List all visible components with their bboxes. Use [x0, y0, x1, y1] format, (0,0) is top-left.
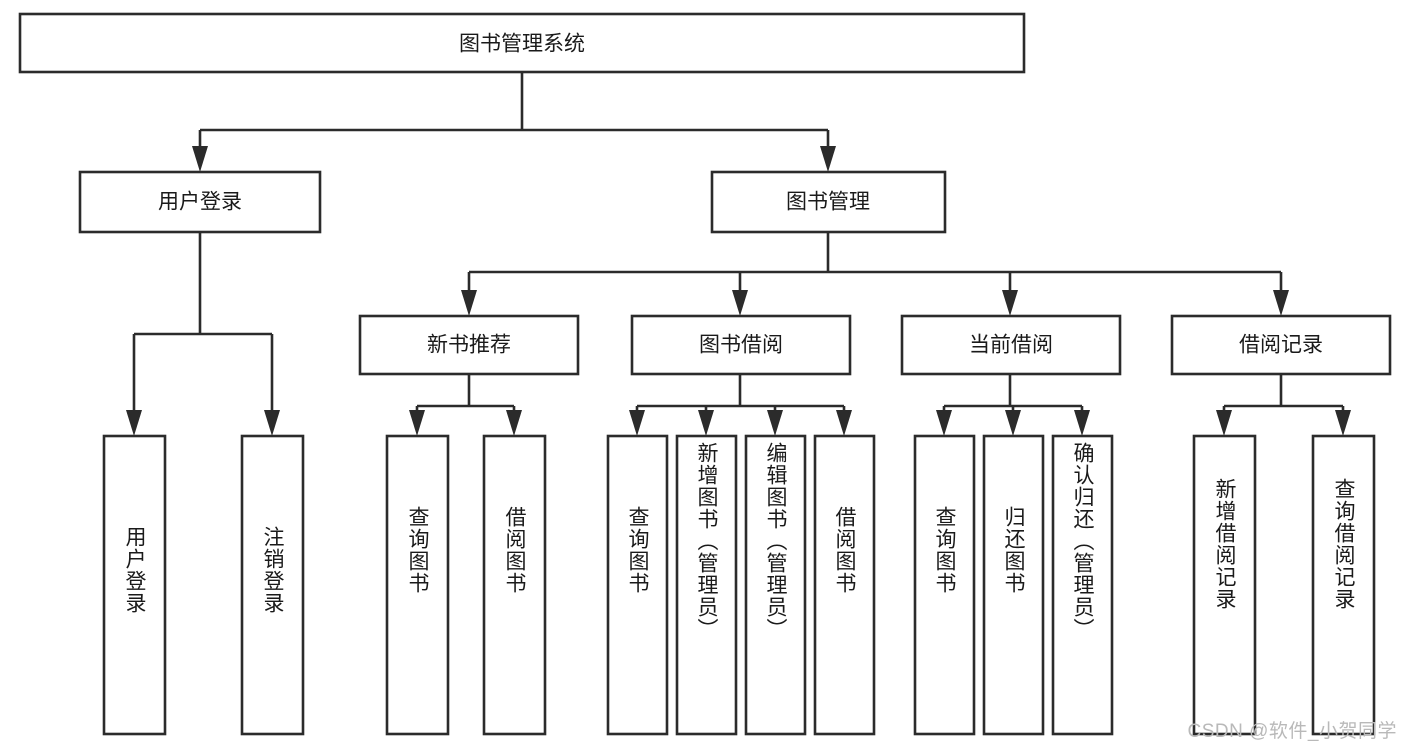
- leaf-query-book-borrow-rect[interactable]: [606, 434, 669, 736]
- node-borrow-record-rect[interactable]: [1170, 314, 1392, 376]
- arrow-leaf-query-book-cur: [936, 410, 952, 436]
- node-book-borrow-rect[interactable]: [630, 314, 852, 376]
- leaf-confirm-return-admin-rect[interactable]: [1051, 434, 1114, 736]
- node-root-label: 图书管理系统: [459, 33, 585, 56]
- leaf-user-login-rect[interactable]: [102, 434, 167, 736]
- node-user-login[interactable]: 用户登录: [78, 170, 322, 234]
- node-current-borrow[interactable]: 当前借阅: [900, 314, 1122, 376]
- node-user-login-label: 用户登录: [158, 191, 242, 214]
- leaf-query-book-cur-rect[interactable]: [913, 434, 976, 736]
- arrow-leaf-query-borrow-record: [1335, 410, 1351, 436]
- leaf-query-book-rec-rect[interactable]: [385, 434, 450, 736]
- node-new-book-recommend[interactable]: 新书推荐: [358, 314, 580, 376]
- arrow-leaf-query-book-borrow: [629, 410, 645, 436]
- node-root[interactable]: 图书管理系统: [18, 12, 1026, 74]
- arrow-to-book-manage: [820, 146, 836, 172]
- arrow-book-borrow: [732, 290, 748, 316]
- arrow-borrow-record: [1273, 290, 1289, 316]
- edges-group: [126, 72, 1351, 436]
- arrow-new-book-recommend: [461, 290, 477, 316]
- arrow-leaf-edit-book-admin: [767, 410, 783, 436]
- arrow-current-borrow: [1002, 290, 1018, 316]
- arrow-leaf-confirm-return-admin: [1074, 410, 1090, 436]
- arrow-leaf-borrow-book: [836, 410, 852, 436]
- leaf-add-borrow-record-rect[interactable]: [1192, 434, 1257, 736]
- leaf-borrow-book-rec-rect[interactable]: [482, 434, 547, 736]
- node-current-borrow-rect[interactable]: [900, 314, 1122, 376]
- csdn-watermark: CSDN @软件_小贺同学: [1187, 721, 1397, 742]
- leaf-borrow-book-rect[interactable]: [813, 434, 876, 736]
- leaf-user-logout-rect[interactable]: [240, 434, 305, 736]
- arrow-leaf-query-book-rec: [409, 410, 425, 436]
- arrow-leaf-add-book-admin: [698, 410, 714, 436]
- node-user-login-rect[interactable]: [78, 170, 322, 234]
- node-book-borrow[interactable]: 图书借阅: [630, 314, 852, 376]
- arrow-to-user-login: [192, 146, 208, 172]
- leaf-edit-book-admin-rect[interactable]: [744, 434, 807, 736]
- arrow-leaf-add-borrow-record: [1216, 410, 1232, 436]
- arrow-leaf-borrow-book-rec: [506, 410, 522, 436]
- node-new-book-recommend-rect[interactable]: [358, 314, 580, 376]
- node-new-book-recommend-label: 新书推荐: [427, 334, 511, 357]
- node-book-manage[interactable]: 图书管理: [710, 170, 947, 234]
- node-book-manage-label: 图书管理: [786, 191, 870, 214]
- leaf-add-book-admin-rect[interactable]: [675, 434, 738, 736]
- node-root-rect[interactable]: [18, 12, 1026, 74]
- leaf-return-book-rect[interactable]: [982, 434, 1045, 736]
- arrow-leaf-return-book: [1005, 410, 1021, 436]
- leaf-query-borrow-record-rect[interactable]: [1311, 434, 1376, 736]
- leaf-rects-group: [102, 434, 1376, 736]
- node-book-borrow-label: 图书借阅: [699, 334, 783, 357]
- node-current-borrow-label: 当前借阅: [969, 334, 1053, 357]
- arrow-leaf-user-login: [126, 410, 142, 436]
- node-borrow-record[interactable]: 借阅记录: [1170, 314, 1392, 376]
- node-borrow-record-label: 借阅记录: [1239, 334, 1323, 357]
- arrow-leaf-user-logout: [264, 410, 280, 436]
- node-book-manage-rect[interactable]: [710, 170, 947, 234]
